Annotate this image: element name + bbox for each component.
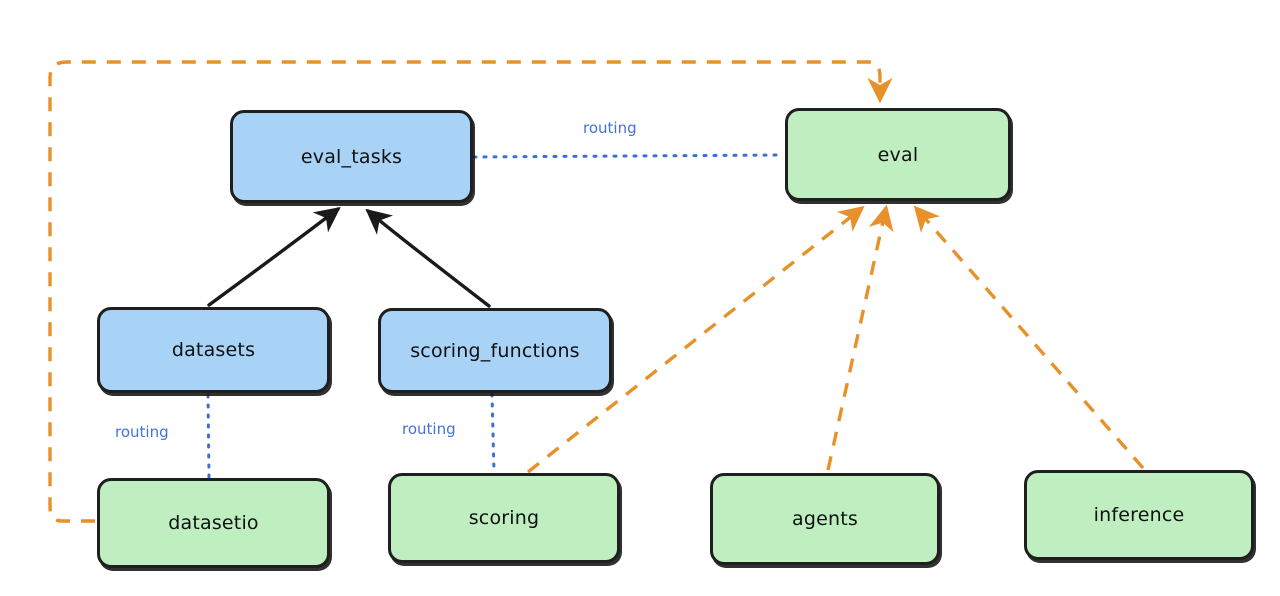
node-agents-label: agents: [792, 508, 858, 530]
node-scoring[interactable]: scoring: [388, 473, 620, 563]
edge-scoring-to-eval: [526, 205, 865, 474]
node-scoring-functions[interactable]: scoring_functions: [378, 308, 612, 393]
node-datasets-label: datasets: [171, 339, 256, 361]
node-eval[interactable]: eval: [785, 108, 1011, 201]
edge-agents-to-eval: [826, 204, 894, 471]
node-inference-label: inference: [1093, 504, 1185, 526]
node-scoring-functions-label: scoring_functions: [410, 339, 580, 362]
edge-label-datasets-to-datasetio: routing: [112, 423, 172, 441]
edge-label-eval-tasks-to-eval: routing: [580, 119, 640, 137]
edge-eval-tasks-to-eval: [472, 153, 785, 159]
node-eval-tasks-label: eval_tasks: [300, 145, 403, 168]
node-datasetio[interactable]: datasetio: [97, 478, 330, 568]
node-agents[interactable]: agents: [710, 473, 940, 565]
edge-inference-to-eval: [913, 205, 1145, 470]
node-eval-tasks[interactable]: eval_tasks: [230, 110, 473, 203]
edge-datasets-to-eval-tasks: [207, 206, 341, 307]
node-inference[interactable]: inference: [1024, 470, 1254, 560]
node-eval-label: eval: [877, 143, 919, 166]
edge-datasets-to-datasetio: [206, 393, 211, 479]
node-datasetio-label: datasetio: [168, 512, 259, 534]
node-datasets[interactable]: datasets: [97, 307, 330, 393]
edge-scoring-functions-to-scoring: [490, 392, 496, 474]
node-scoring-label: scoring: [468, 507, 540, 529]
edge-scoring-functions-to-eval-tasks: [365, 208, 491, 308]
edge-label-scoring-functions-to-scoring: routing: [399, 420, 459, 438]
